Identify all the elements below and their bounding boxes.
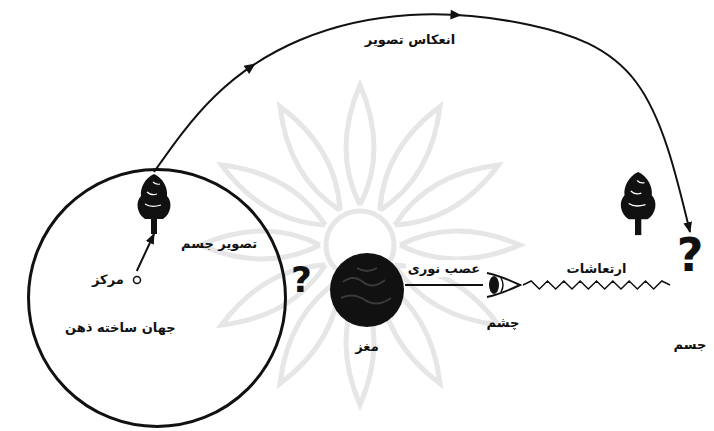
eye-iris xyxy=(489,276,499,294)
edge-label: عصب نوری xyxy=(406,260,482,277)
brain-picture xyxy=(329,252,405,328)
edge-label-holder: ارتعاشات xyxy=(565,260,629,277)
world-circle: مرکز تصویر جسم جهان ساخته ذهن xyxy=(27,168,287,428)
edge-label-holder: انعکاس تصویر xyxy=(363,31,457,48)
eye-lids xyxy=(487,273,520,297)
tree-trunk xyxy=(151,217,157,234)
tree-texture xyxy=(629,181,646,207)
brain-disc xyxy=(330,253,404,327)
watermark-petal xyxy=(368,99,452,217)
question-mark: ? xyxy=(291,262,312,298)
eye-node: چشم xyxy=(483,268,523,331)
watermark-petal xyxy=(388,153,506,237)
circle-border xyxy=(29,170,286,427)
watermark-petal xyxy=(400,231,520,259)
projection-arc xyxy=(154,14,690,232)
watermark-petal xyxy=(346,85,374,205)
tree-crown xyxy=(621,172,656,219)
arrow-line xyxy=(137,234,154,271)
edge-label: انعکاس تصویر xyxy=(363,31,457,48)
center-label: مرکز xyxy=(92,271,124,288)
brain-folds xyxy=(341,268,391,304)
center-dot-ring xyxy=(133,276,140,283)
label-holder: ? xyxy=(291,262,312,298)
watermark-petal xyxy=(268,99,352,217)
tree-trunk xyxy=(635,217,641,235)
edge-label-holder: عصب نوری xyxy=(406,260,482,277)
mid-arrowhead xyxy=(450,10,462,21)
object-label: جسم xyxy=(674,336,707,353)
vibration-wave xyxy=(523,281,670,289)
image-label: تصویر جسم xyxy=(181,235,257,252)
tree-crown xyxy=(138,174,171,219)
center-point: مرکز xyxy=(92,271,142,288)
tree-picture xyxy=(131,172,177,234)
brain-node: مغز xyxy=(329,252,405,355)
center-dot xyxy=(132,275,142,285)
watermark-petal xyxy=(214,253,332,337)
eye-label: چشم xyxy=(487,314,520,331)
eye-lens xyxy=(501,278,503,292)
object-node: ? جسم xyxy=(670,232,710,353)
optic-nerve-line xyxy=(405,284,483,286)
edge-label: ارتعاشات xyxy=(565,260,629,277)
eye-picture xyxy=(483,268,523,302)
brain-label: مغز xyxy=(355,338,378,355)
object-image: تصویر جسم xyxy=(131,172,257,234)
region-title: جهان ساخته ذهن xyxy=(65,319,176,336)
tree-picture xyxy=(621,172,656,235)
question-mark: ? xyxy=(677,232,704,278)
tree-texture xyxy=(145,182,161,206)
mid-arrowhead xyxy=(244,59,259,73)
